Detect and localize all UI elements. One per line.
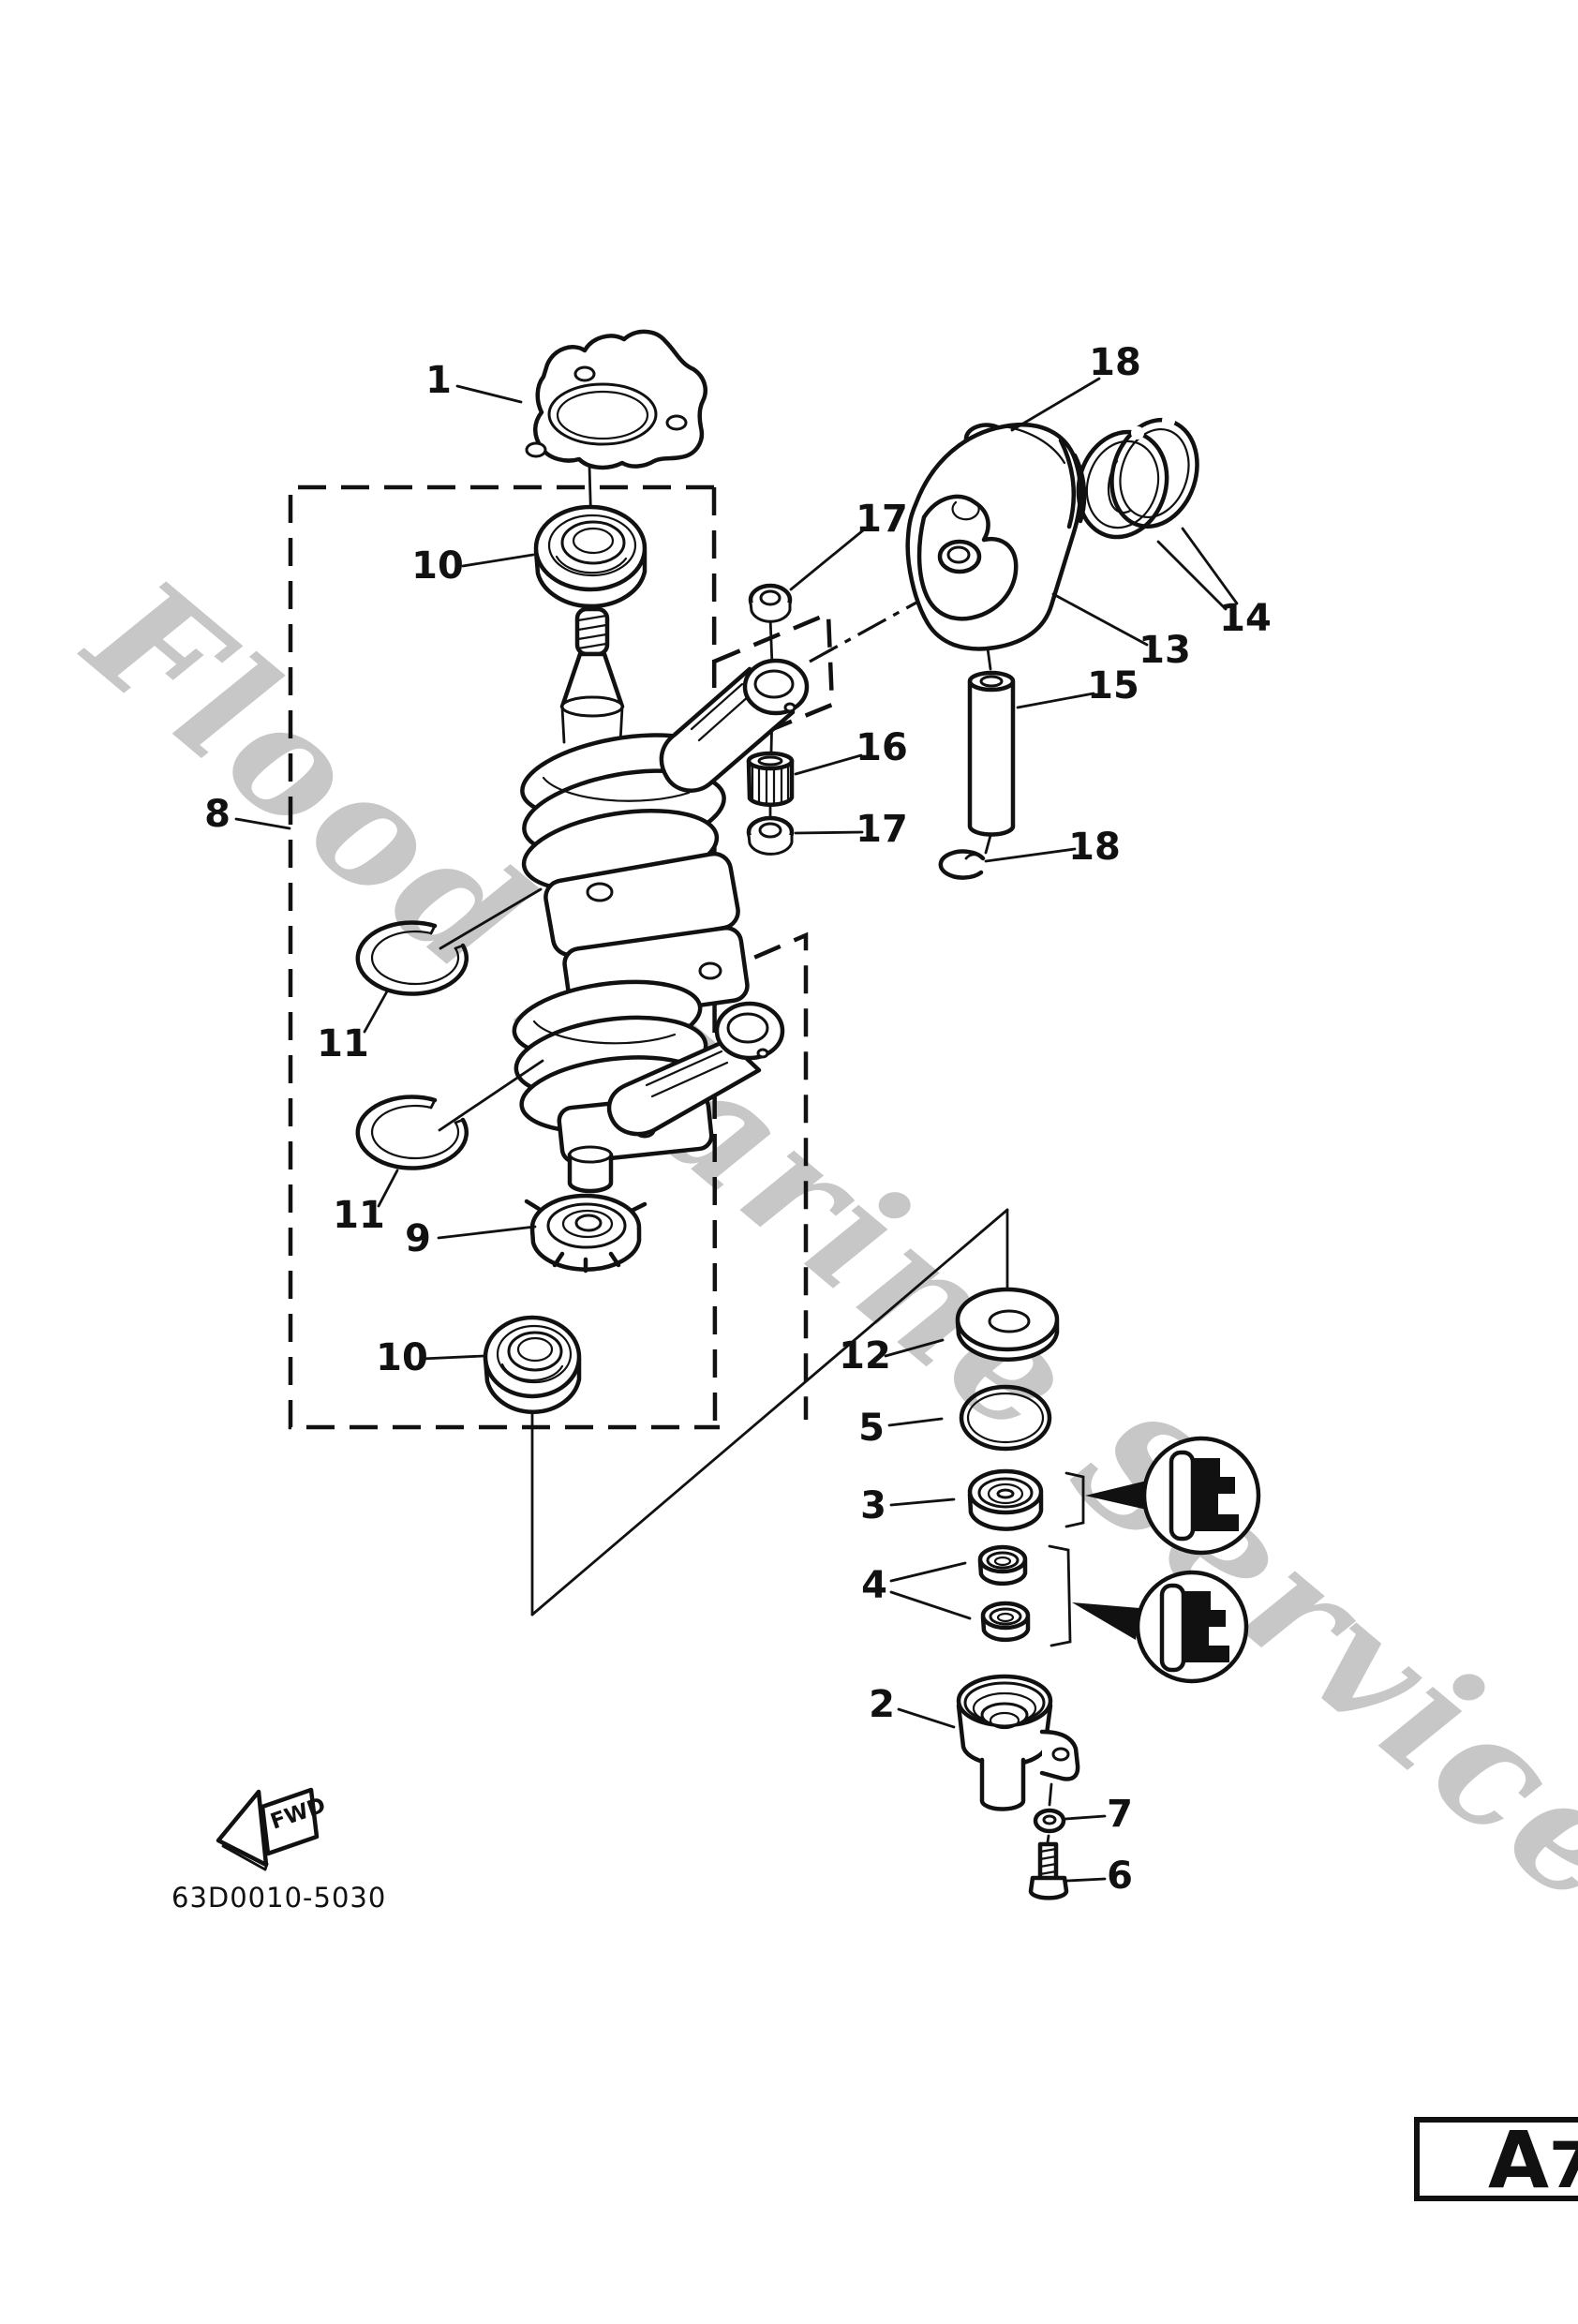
part-number-label-14: 14 (1219, 597, 1272, 640)
connecting-rod-lower-drawing (606, 1001, 785, 1137)
piston-drawing (905, 422, 1087, 651)
labyrinth-seal-drawing (524, 1193, 648, 1274)
o-ring-drawing (959, 1384, 1052, 1452)
part-number-label-18: 18 (1068, 826, 1121, 869)
part-number-label-15: 15 (1087, 664, 1139, 708)
fwd-direction-marker: FWD (216, 1787, 329, 1871)
part-number-label-2: 2 (869, 1683, 895, 1726)
leader-lines (234, 377, 1239, 1883)
thrust-washer-drawing (955, 1287, 1060, 1362)
part-number-label-12: 12 (839, 1334, 891, 1378)
crank-circlip-upper-drawing (355, 920, 469, 996)
connecting-rod-upper-drawing (659, 658, 810, 793)
part-number-label-4: 4 (861, 1564, 887, 1607)
part-number-label-6: 6 (1107, 1855, 1133, 1898)
crank-circlip-lower-drawing (355, 1095, 469, 1170)
part-number-label-18: 18 (1089, 341, 1141, 384)
piston-rings-drawing (1076, 414, 1199, 540)
piston-pin-drawing (967, 670, 1016, 837)
part-number-label-11: 11 (333, 1194, 385, 1237)
part-number-label-7: 7 (1107, 1793, 1133, 1836)
part-number-label-1: 1 (425, 359, 452, 402)
part-number-label-13: 13 (1139, 629, 1191, 672)
part-number-label-9: 9 (405, 1217, 431, 1260)
part-number-label-10: 10 (376, 1336, 428, 1379)
small-end-bearing-drawing (746, 751, 795, 807)
upper-main-bearing-drawing (533, 504, 648, 609)
part-number-label-16: 16 (856, 726, 908, 769)
page-label: A7 (1488, 2114, 1578, 2206)
seal-detail-circle-2 (1135, 1570, 1249, 1684)
seal-detail-brackets (1048, 1471, 1151, 1647)
lower-main-bearing-drawing (483, 1315, 582, 1414)
part-number-label-17: 17 (856, 808, 908, 851)
lock-washer-drawing (1033, 1808, 1066, 1834)
part-number-label-11: 11 (317, 1022, 369, 1065)
seal-detail-circle-1 (1141, 1436, 1261, 1556)
small-end-washer-lower-drawing (746, 815, 795, 856)
seal-housing-drawing (956, 1674, 1080, 1811)
small-end-washer-upper-drawing (748, 583, 793, 623)
part-number-label-8: 8 (204, 793, 231, 836)
callout-labels: 1 18 17 10 13 14 15 16 17 18 8 11 11 9 10 12 5 3 4 2 7 6 (204, 341, 1272, 1898)
part-number-label-5: 5 (858, 1407, 885, 1450)
oil-seal-drawing (967, 1468, 1044, 1531)
gasket-drawing (525, 329, 707, 470)
piston-pin-clip-lower-drawing (938, 849, 986, 880)
part-number-label-10: 10 (411, 544, 464, 588)
inner-seal-lower-drawing (980, 1601, 1031, 1643)
part-number-label-3: 3 (860, 1484, 886, 1527)
inner-seal-upper-drawing (977, 1544, 1028, 1587)
bolt-drawing (1028, 1841, 1069, 1900)
drawing-code: 63D0010-5030 (171, 1882, 386, 1914)
page-label-box: A7 (1414, 2114, 1578, 2206)
part-number-label-17: 17 (856, 498, 908, 541)
watermark-text: Flood Marine Services (53, 543, 1578, 2003)
